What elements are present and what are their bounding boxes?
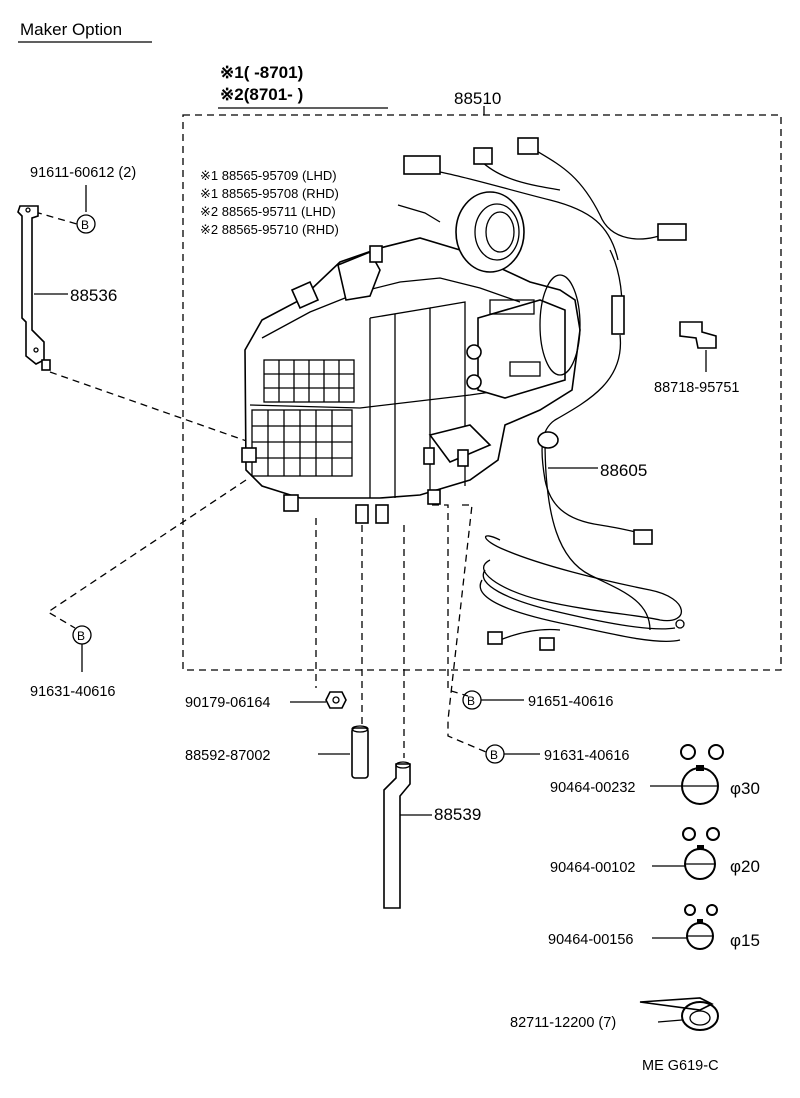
clamp-phi15-size: φ15 bbox=[730, 931, 760, 950]
bolt-symbol-right: B bbox=[485, 744, 505, 764]
svg-text:B: B bbox=[81, 218, 89, 232]
bracket-88536 bbox=[17, 205, 51, 371]
top-wiring bbox=[403, 137, 687, 335]
hose-short-label: 88592-87002 bbox=[185, 748, 270, 764]
svg-text:B: B bbox=[77, 629, 85, 643]
bolt-symbol-left: B bbox=[72, 625, 92, 645]
clamp-phi15-part: 90464-00156 bbox=[548, 932, 633, 948]
bracket-label: 88536 bbox=[70, 286, 117, 305]
bolt-mid-dash bbox=[432, 504, 469, 697]
bolt-top-label: 91611-60612 (2) bbox=[30, 165, 136, 181]
clamp-phi30 bbox=[680, 744, 724, 805]
band-label: 82711-12200 (7) bbox=[510, 1015, 616, 1031]
band-leader bbox=[657, 1019, 683, 1023]
wire-harness bbox=[479, 334, 685, 651]
bolt-left-label: 91631-40616 bbox=[30, 684, 115, 700]
clamp-88718-label: 88718-95751 bbox=[654, 380, 739, 396]
variant-2: ※1 88565-95708 (RHD) bbox=[200, 186, 339, 201]
hose-long-label: 88539 bbox=[434, 805, 481, 824]
variant-note-2: ※2(8701- ) bbox=[220, 85, 303, 104]
left-bolt-dash bbox=[46, 479, 247, 629]
variant-3: ※2 88565-95711 (LHD) bbox=[200, 204, 336, 219]
bolt-top-dash bbox=[34, 211, 78, 225]
svg-text:B: B bbox=[490, 748, 498, 762]
clamp-phi20-size: φ20 bbox=[730, 857, 760, 876]
clamp-phi30-part: 90464-00232 bbox=[550, 780, 635, 796]
clamp-88718 bbox=[679, 321, 717, 349]
heater-unit bbox=[241, 191, 581, 524]
bolt-symbol-top: B bbox=[76, 214, 96, 234]
variant-4: ※2 88565-95710 (RHD) bbox=[200, 222, 339, 237]
assembly-boundary bbox=[182, 114, 782, 671]
variant-leader bbox=[397, 204, 441, 223]
hose-short-part bbox=[351, 725, 369, 779]
band-clamp bbox=[639, 997, 719, 1031]
maker-option-title: Maker Option bbox=[20, 20, 122, 39]
hose-long-part bbox=[383, 761, 411, 909]
figure-code: ME G619-C bbox=[642, 1058, 719, 1074]
bolt-symbol-mid: B bbox=[462, 690, 482, 710]
clamp-phi20 bbox=[682, 827, 720, 880]
clamp-phi15 bbox=[684, 904, 718, 950]
variant-1: ※1 88565-95709 (LHD) bbox=[200, 168, 337, 183]
harness-label: 88605 bbox=[600, 461, 647, 480]
bolt-right-label: 91631-40616 bbox=[544, 748, 629, 764]
clamp-phi30-size: φ30 bbox=[730, 779, 760, 798]
variant-note-1: ※1( -8701) bbox=[220, 63, 303, 82]
bolt-right-dash bbox=[447, 504, 487, 753]
nut-label: 90179-06164 bbox=[185, 695, 270, 711]
svg-text:B: B bbox=[467, 694, 475, 708]
clamp-phi20-part: 90464-00102 bbox=[550, 860, 635, 876]
assembly-number: 88510 bbox=[454, 89, 501, 108]
bolt-mid-label: 91651-40616 bbox=[528, 694, 613, 710]
bracket-dash bbox=[49, 371, 259, 446]
nut-part bbox=[325, 691, 347, 709]
